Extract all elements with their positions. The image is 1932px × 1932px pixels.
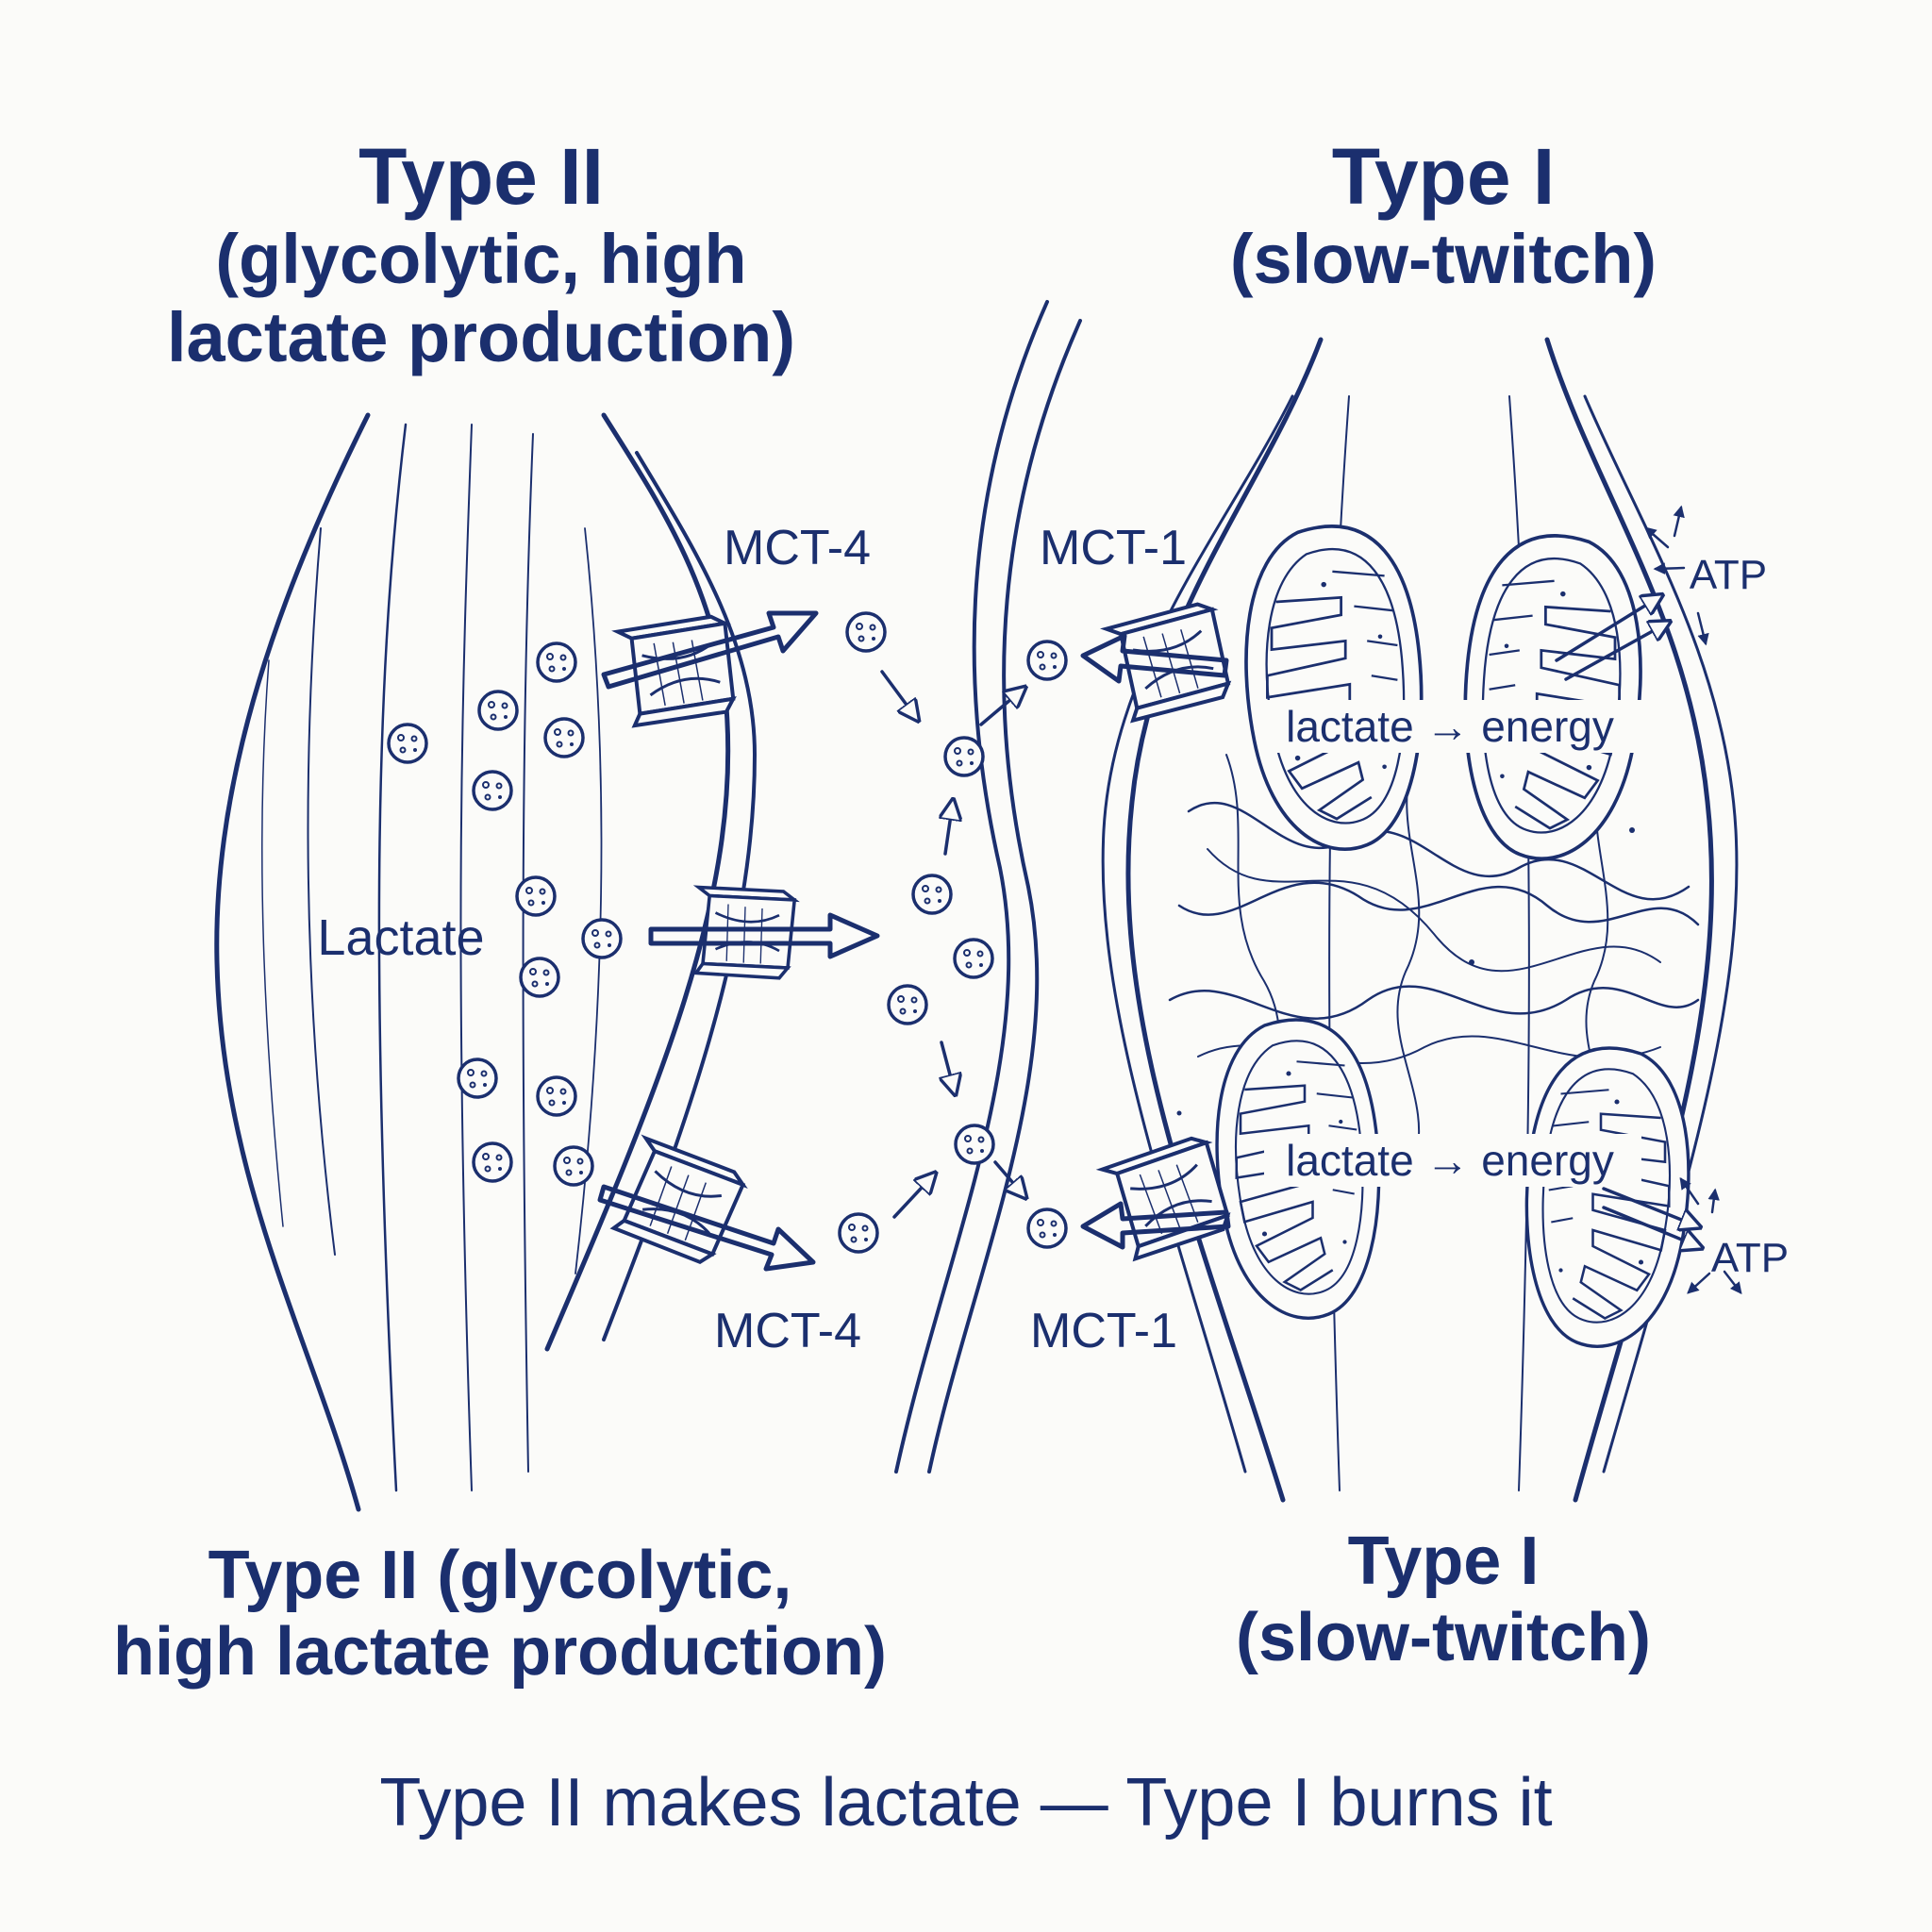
label-conversion-bottom: lactate → energy [1286, 1136, 1614, 1185]
import-arrow-top [1080, 633, 1229, 684]
label-mct4-bottom: MCT-4 [714, 1304, 861, 1358]
type-ii-bottom-line-2: high lactate production) [113, 1613, 887, 1690]
mct4-transporter-middle [693, 885, 797, 980]
mitochondrion-1 [1244, 525, 1424, 852]
label-mct1-bottom: MCT-1 [1030, 1304, 1177, 1358]
lactate-molecule [536, 641, 577, 683]
lactate-molecule [953, 938, 994, 979]
type-i-title-line-1: Type I [1331, 132, 1556, 221]
interstitial-vessel [894, 300, 1082, 1474]
mct4-transporters [597, 608, 880, 1272]
type-ii-fiber [214, 412, 757, 1512]
atp-arrows-bottom [1602, 1176, 1742, 1294]
lactate-molecule [543, 717, 585, 758]
type-i-title-top: Type I (slow-twitch) [1160, 132, 1726, 299]
lactate-molecule [943, 736, 985, 777]
label-lactate: Lactate [317, 909, 484, 966]
label-atp-bottom: ATP [1711, 1235, 1789, 1281]
type-ii-membrane-outer [544, 412, 731, 1352]
lactate-molecule [954, 1124, 995, 1165]
type-ii-title-line-2: (glycolytic, high [215, 220, 747, 299]
import-arrow-bottom [1080, 1201, 1231, 1250]
lactate-molecule [581, 918, 623, 959]
type-ii-title-bottom: Type II (glycolytic, high lactate produc… [75, 1538, 924, 1690]
lactate-molecule [1026, 640, 1068, 681]
export-arrow-middle [648, 912, 880, 959]
export-arrow-top [601, 610, 819, 690]
type-ii-bottom-line-1: Type II (glycolytic, [208, 1538, 792, 1613]
lactate-molecule [387, 723, 428, 764]
atp-arrows-top [1555, 505, 1709, 681]
lactate-molecule [472, 1141, 513, 1183]
type-ii-title-line-3: lactate production) [166, 297, 796, 376]
label-conversion-top: lactate → energy [1286, 702, 1614, 751]
lactate-molecule [457, 1058, 498, 1099]
lactate-molecule [536, 1075, 577, 1117]
lactate-molecule [519, 957, 560, 998]
caption: Type II makes lactate — Type I burns it [379, 1765, 1553, 1840]
mct4-transporter-bottom [609, 1135, 750, 1270]
lactate-molecule [553, 1145, 594, 1187]
type-ii-fiber-left-edge [214, 412, 371, 1512]
mct4-transporter-top [612, 608, 745, 733]
mitochondrion-4 [1524, 1046, 1690, 1348]
lactate-molecule [838, 1212, 879, 1254]
label-mct1-top: MCT-1 [1040, 521, 1187, 575]
type-i-title-line-2: (slow-twitch) [1229, 220, 1657, 299]
mct1-transporters [1080, 593, 1241, 1266]
label-atp-top: ATP [1690, 552, 1767, 598]
lactate-molecule [472, 770, 513, 811]
type-i-bottom-line-2: (slow-twitch) [1236, 1599, 1651, 1675]
type-i-title-bottom: Type I (slow-twitch) [1160, 1524, 1726, 1675]
lactate-molecule [911, 874, 953, 915]
mitochondrion-2 [1463, 534, 1642, 861]
export-arrow-bottom [597, 1184, 816, 1272]
lactate-molecule [845, 611, 887, 653]
lactate-molecule [515, 875, 557, 917]
type-ii-title-line-1: Type II [358, 132, 604, 221]
label-mct4-top: MCT-4 [724, 521, 871, 575]
type-i-fiber [1101, 337, 1739, 1503]
type-ii-title-top: Type II (glycolytic, high lactate produc… [123, 132, 840, 377]
lactate-molecule [1026, 1208, 1068, 1249]
interstitial-flow-arrows [880, 670, 1024, 1219]
lactate-molecule [887, 984, 928, 1025]
type-i-fiber-left-edge [1125, 337, 1324, 1503]
lactate-molecule [477, 690, 519, 731]
type-i-bottom-line-1: Type I [1347, 1524, 1540, 1599]
